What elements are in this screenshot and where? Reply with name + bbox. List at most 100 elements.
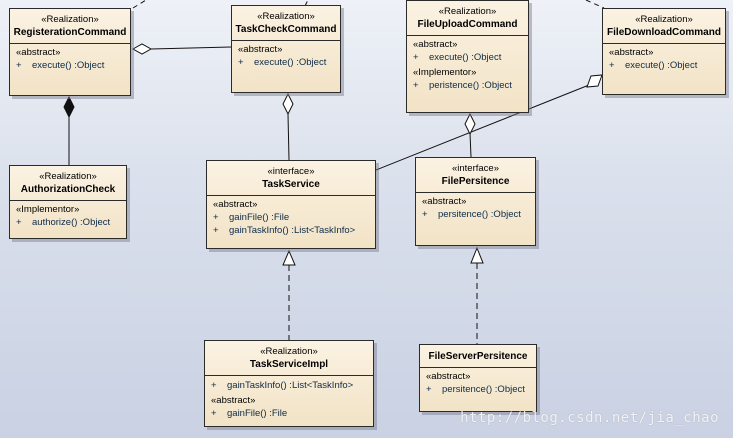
class-authorization-check[interactable]: «Realization» AuthorizationCheck «Implemen…	[9, 165, 127, 239]
operation-signature: persitence() :Object	[442, 384, 525, 395]
section-stereotype: «Implementor»	[16, 204, 80, 215]
operation-section: «abstract» + execute() :Object	[407, 36, 528, 64]
operation-section: «Implementor» + peristence() :Object	[407, 64, 528, 92]
class-name: TaskServiceImpl	[249, 359, 329, 370]
aggregation-diamond-filedownload	[586, 74, 603, 88]
operation-section: «abstract» + execute() :Object	[10, 44, 130, 72]
class-file-upload-command[interactable]: «Realization» FileUploadCommand «abstract»…	[406, 0, 529, 113]
visibility-marker: +	[238, 57, 244, 68]
operation-signature: gainTaskInfo() :List<TaskInfo>	[227, 380, 354, 391]
aggregation-diamond-registration	[131, 43, 153, 55]
operation-row[interactable]: + authorize() :Object	[16, 216, 120, 229]
visibility-marker: +	[211, 380, 217, 391]
class-header: «Realization» FileDownloadCommand	[603, 9, 725, 44]
operation-signature: gainFile() :File	[227, 408, 288, 419]
operation-row[interactable]: + persitence() :Object	[422, 208, 529, 221]
operation-row[interactable]: + execute() :Object	[413, 51, 522, 64]
class-stereotype: «Realization»	[39, 171, 97, 182]
class-name: TaskService	[262, 179, 320, 190]
class-name: TaskCheckCommand	[235, 24, 337, 35]
operation-row[interactable]: + gainFile() :File	[213, 211, 369, 224]
dashed-edge-top-left	[132, 0, 147, 9]
operation-signature: execute() :Object	[254, 57, 327, 68]
operation-row[interactable]: + peristence() :Object	[413, 79, 522, 92]
class-name: FilePersitence	[441, 176, 510, 187]
class-name: FileDownloadCommand	[607, 27, 721, 38]
operation-row[interactable]: +gainFile() :File	[211, 407, 367, 420]
operation-signature: execute() :Object	[429, 52, 502, 63]
class-stereotype: «Realization»	[438, 6, 497, 17]
interface-task-service[interactable]: «interface» TaskService «abstract» + gainFil…	[206, 160, 376, 249]
class-stereotype: «interface»	[451, 163, 499, 174]
class-header: «Realization» AuthorizationCheck	[10, 166, 126, 201]
class-task-service-impl[interactable]: «Realization» TaskServiceImpl + gainTaskInf…	[204, 340, 374, 427]
composition-diamond-registration	[63, 95, 75, 119]
aggregation-diamond-fileupload	[464, 112, 476, 136]
section-stereotype: «abstract»	[413, 39, 458, 50]
operation-section: «abstract»+gainFile() :File	[205, 392, 373, 420]
class-header: «Realization» TaskServiceImpl	[205, 341, 373, 376]
operation-signature: authorize() :Object	[32, 217, 111, 228]
visibility-marker: +	[16, 217, 22, 228]
section-stereotype: «abstract»	[211, 395, 256, 406]
aggregation-edge-registration-taskcheck	[150, 46, 232, 50]
visibility-marker: +	[422, 209, 428, 220]
class-header: «Realization» RegisterationCommand	[10, 9, 130, 44]
section-stereotype: «abstract»	[238, 44, 283, 55]
class-header: «Realization» TaskCheckCommand	[232, 6, 340, 41]
class-registration-command[interactable]: «Realization» RegisterationCommand «abstra…	[9, 8, 131, 96]
section-stereotype: «abstract»	[422, 196, 467, 207]
operation-section: «Implementor» + authorize() :Object	[10, 201, 126, 229]
operation-section: «abstract» + persitence() :Object	[416, 193, 535, 221]
section-stereotype: «Implementor»	[413, 67, 477, 78]
operation-section: «abstract» + persitence() :Object	[420, 368, 536, 396]
class-file-server-persistence[interactable]: FileServerPersitence «abstract» + persitenc…	[419, 344, 537, 412]
class-name: FileServerPersitence	[428, 351, 528, 362]
visibility-marker: +	[213, 212, 219, 223]
class-stereotype: «interface»	[267, 166, 315, 177]
realization-triangle-filepersistence	[470, 246, 484, 264]
operation-signature: persitence() :Object	[438, 209, 521, 220]
section-stereotype: «abstract»	[213, 199, 258, 210]
operation-section: + gainTaskInfo() :List<TaskInfo>	[205, 376, 373, 392]
section-stereotype: «abstract»	[609, 47, 654, 58]
class-stereotype: «Realization»	[260, 346, 318, 357]
operation-section: «abstract»+execute() :Object	[603, 44, 725, 72]
operation-row[interactable]: + gainTaskInfo() :List<TaskInfo>	[213, 224, 369, 237]
class-name: AuthorizationCheck	[20, 184, 116, 195]
visibility-marker: +	[413, 52, 419, 63]
operation-signature: peristence() :Object	[429, 80, 512, 91]
operation-signature: gainTaskInfo() :List<TaskInfo>	[229, 225, 356, 236]
class-name: RegisterationCommand	[13, 27, 127, 38]
operation-row[interactable]: + execute() :Object	[16, 59, 124, 72]
operation-signature: execute() :Object	[625, 60, 698, 71]
visibility-marker: +	[16, 60, 22, 71]
operation-signature: gainFile() :File	[229, 212, 290, 223]
visibility-marker: +	[413, 80, 419, 91]
operation-row[interactable]: +execute() :Object	[609, 59, 719, 72]
operation-section: «abstract» + gainFile() :File + gainTaskInfo…	[207, 196, 375, 237]
visibility-marker: +	[426, 384, 432, 395]
operation-row[interactable]: + execute() :Object	[238, 56, 334, 69]
section-stereotype: «abstract»	[426, 371, 471, 382]
realization-triangle-taskservice	[282, 249, 296, 266]
operation-signature: execute() :Object	[32, 60, 105, 71]
visibility-marker: +	[213, 225, 219, 236]
class-header: «Realization» FileUploadCommand	[407, 1, 528, 36]
operation-row[interactable]: + persitence() :Object	[426, 383, 530, 396]
aggregation-edge-fileupload-filepersistence	[469, 132, 472, 158]
class-header: «interface» TaskService	[207, 161, 375, 196]
aggregation-edge-taskcheck-taskservice	[287, 113, 290, 161]
section-stereotype: «abstract»	[16, 47, 61, 58]
class-name: FileUploadCommand	[417, 19, 518, 30]
class-stereotype: «Realization»	[41, 14, 99, 25]
watermark-text: http://blog.csdn.net/jia_chao	[460, 410, 719, 426]
operation-row[interactable]: + gainTaskInfo() :List<TaskInfo>	[211, 379, 367, 392]
class-stereotype: «Realization»	[257, 11, 315, 22]
class-file-download-command[interactable]: «Realization» FileDownloadCommand «abstrac…	[602, 8, 726, 95]
interface-file-persistence[interactable]: «interface» FilePersitence «abstract» + pers…	[415, 157, 536, 246]
class-task-check-command[interactable]: «Realization»TaskCheckCommand«abstract»+…	[231, 5, 341, 93]
class-header: «interface» FilePersitence	[416, 158, 535, 193]
class-stereotype: «Realization»	[635, 14, 693, 25]
